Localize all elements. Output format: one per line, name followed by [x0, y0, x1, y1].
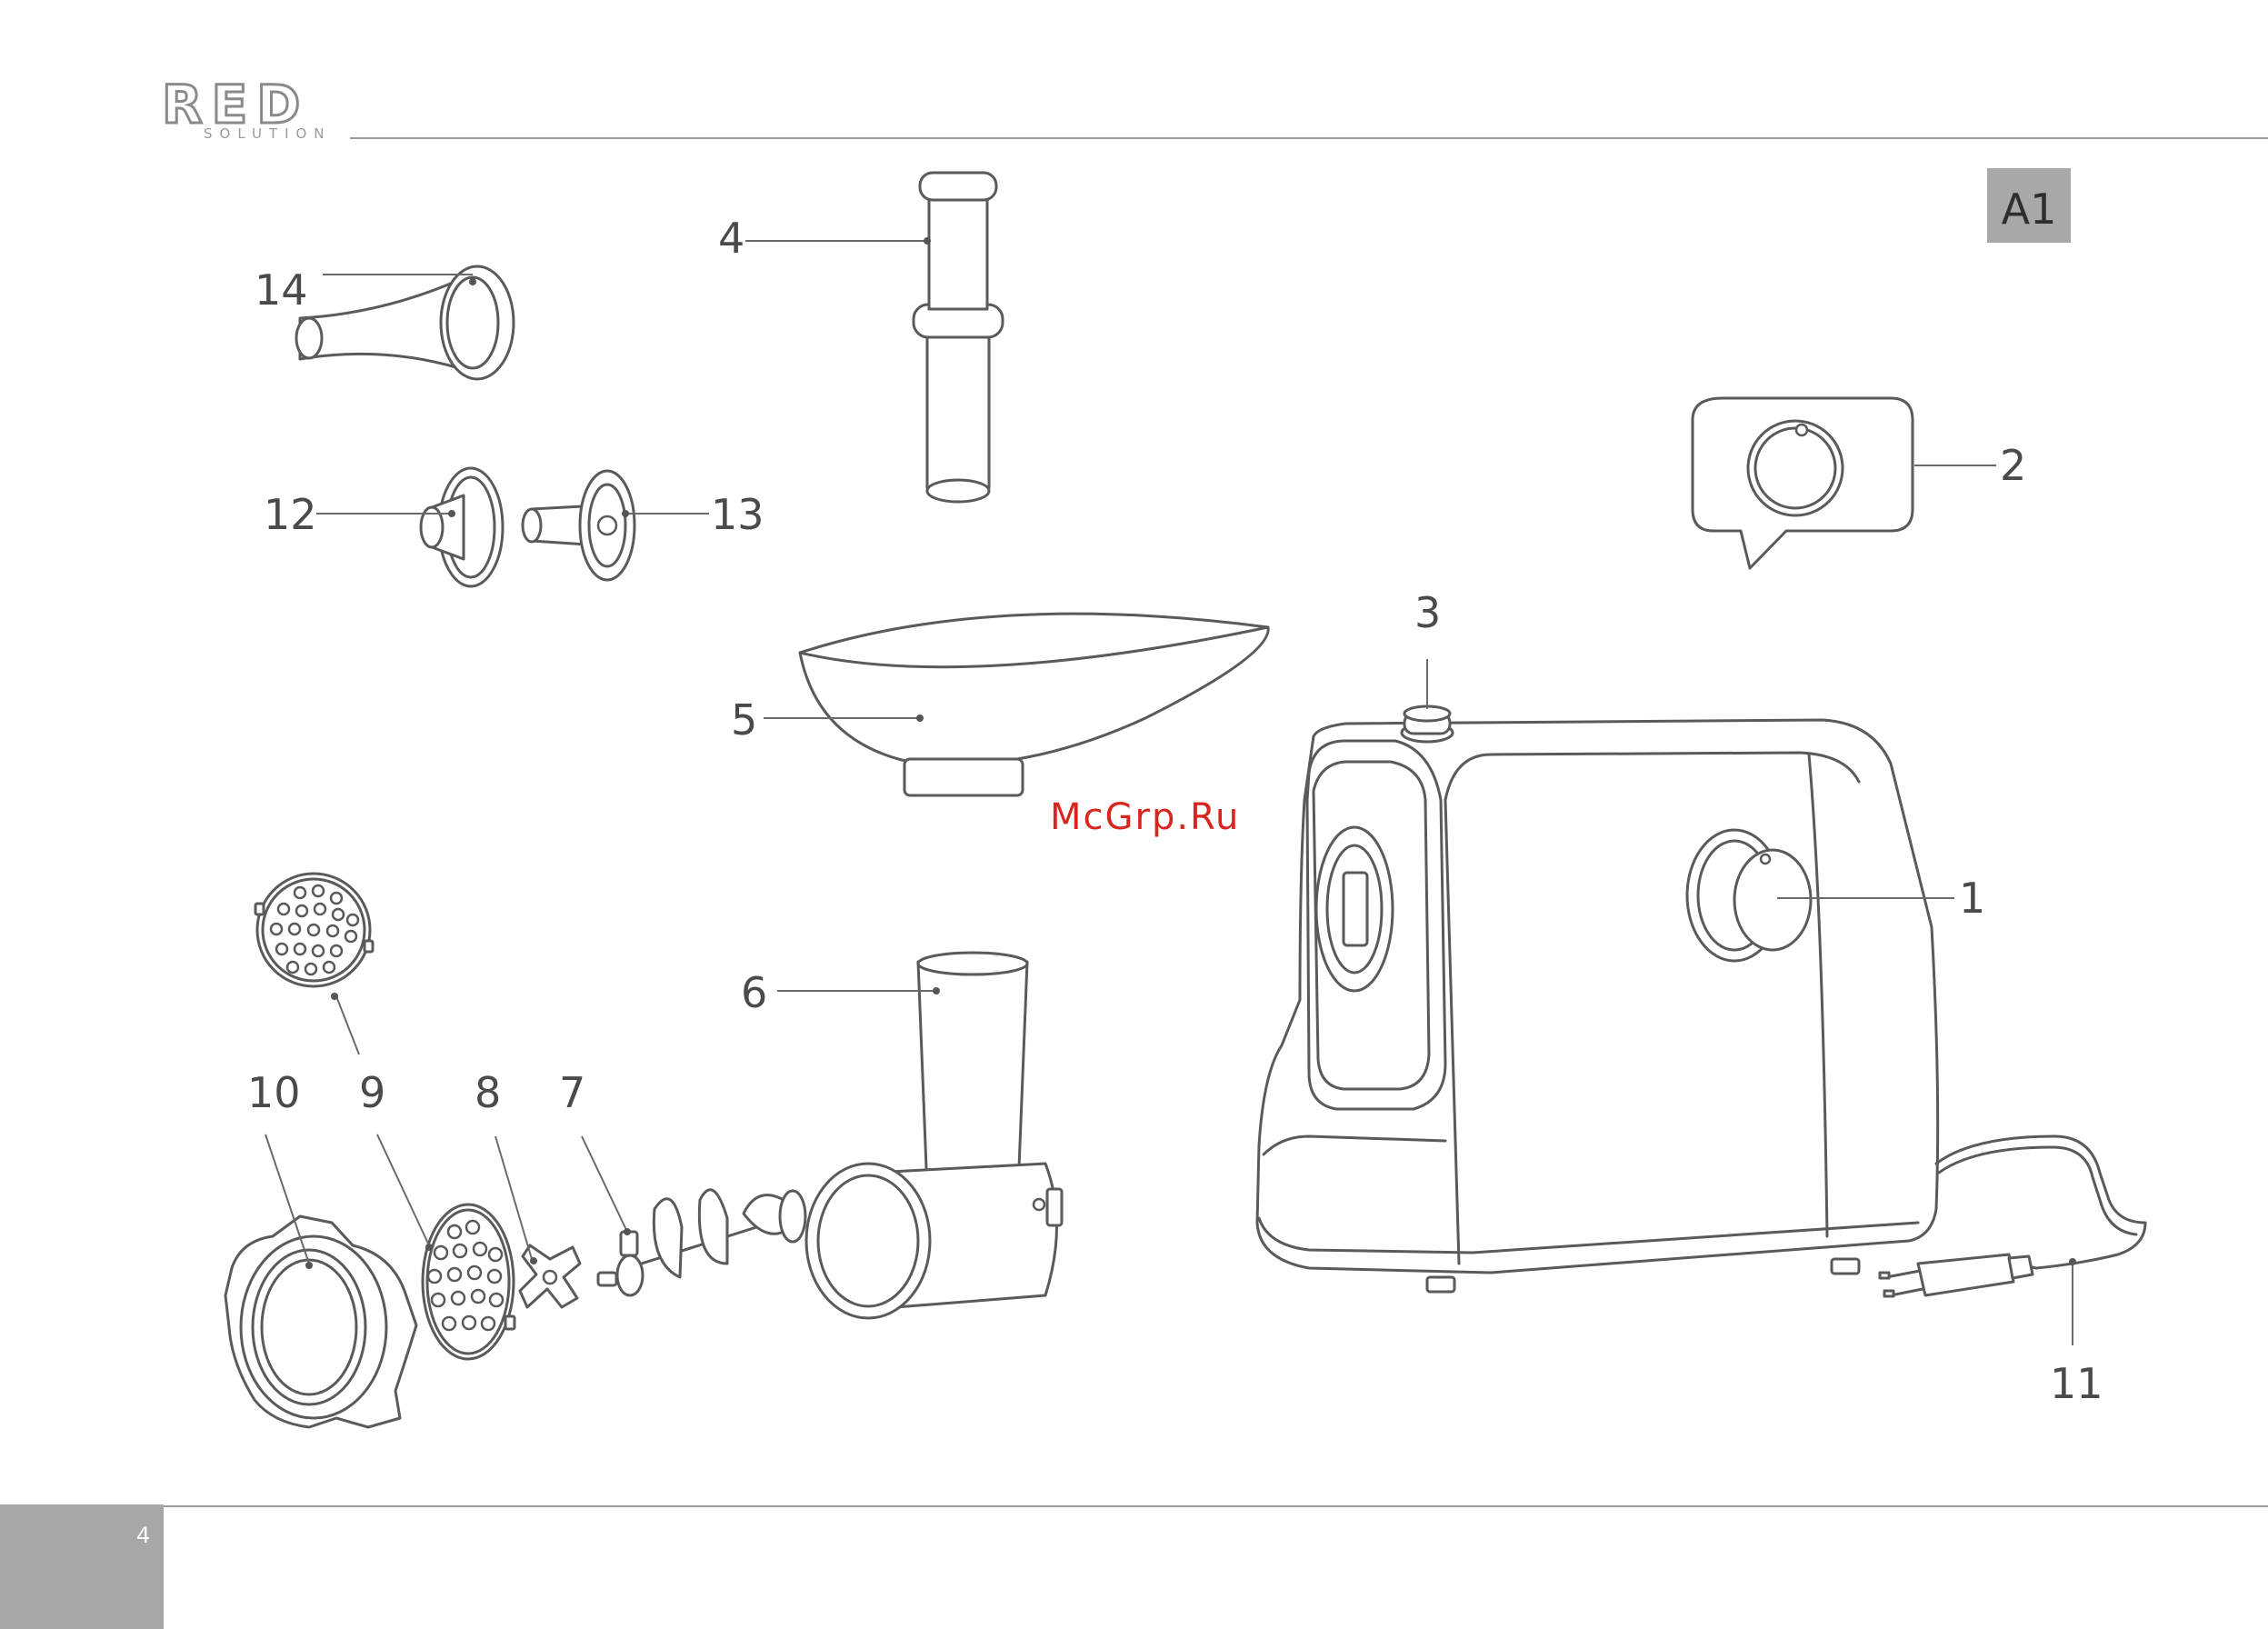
page-number: 4	[136, 1523, 150, 1548]
callout-7: 7	[559, 1068, 585, 1117]
callout-6: 6	[741, 968, 767, 1017]
cutting-blade-illustration	[520, 1245, 580, 1307]
page-footer: 4	[0, 1504, 2268, 1629]
callout-5: 5	[731, 695, 757, 745]
auger-screw-illustration	[598, 1190, 805, 1295]
callout-3: 3	[1414, 588, 1441, 637]
callout-14: 14	[255, 265, 308, 315]
brand-logo: RED SOLUTION	[162, 74, 332, 142]
ring-nut-illustration	[225, 1216, 416, 1427]
feeding-tray-illustration	[800, 614, 1268, 795]
callout-10: 10	[247, 1068, 301, 1117]
callout-12: 12	[264, 490, 317, 539]
callout-1: 1	[1959, 874, 1985, 923]
figure-badge-label: A1	[2002, 185, 2057, 234]
cutting-plate-front-illustration	[255, 874, 373, 986]
callout-9: 9	[359, 1068, 385, 1117]
pusher-illustration	[914, 173, 1003, 502]
callout-13: 13	[711, 490, 764, 539]
sausage-nozzle-illustration	[296, 266, 514, 379]
callout-4: 4	[718, 214, 744, 263]
callout-8: 8	[475, 1068, 501, 1117]
motor-body-illustration	[1257, 706, 1938, 1292]
callout-11: 11	[2050, 1359, 2103, 1408]
auger-housing-illustration	[806, 953, 1062, 1318]
figure-badge: A1	[1987, 168, 2071, 243]
callout-2: 2	[2000, 441, 2026, 490]
watermark-text: McGrp.Ru	[1050, 796, 1240, 838]
switch-detail-bubble	[1693, 398, 1913, 568]
kebbe-former-illustration	[523, 471, 634, 580]
cutting-plate-illustration	[423, 1204, 515, 1359]
brand-logo-subtext: SOLUTION	[204, 125, 332, 142]
kebbe-cone-illustration	[421, 468, 503, 586]
